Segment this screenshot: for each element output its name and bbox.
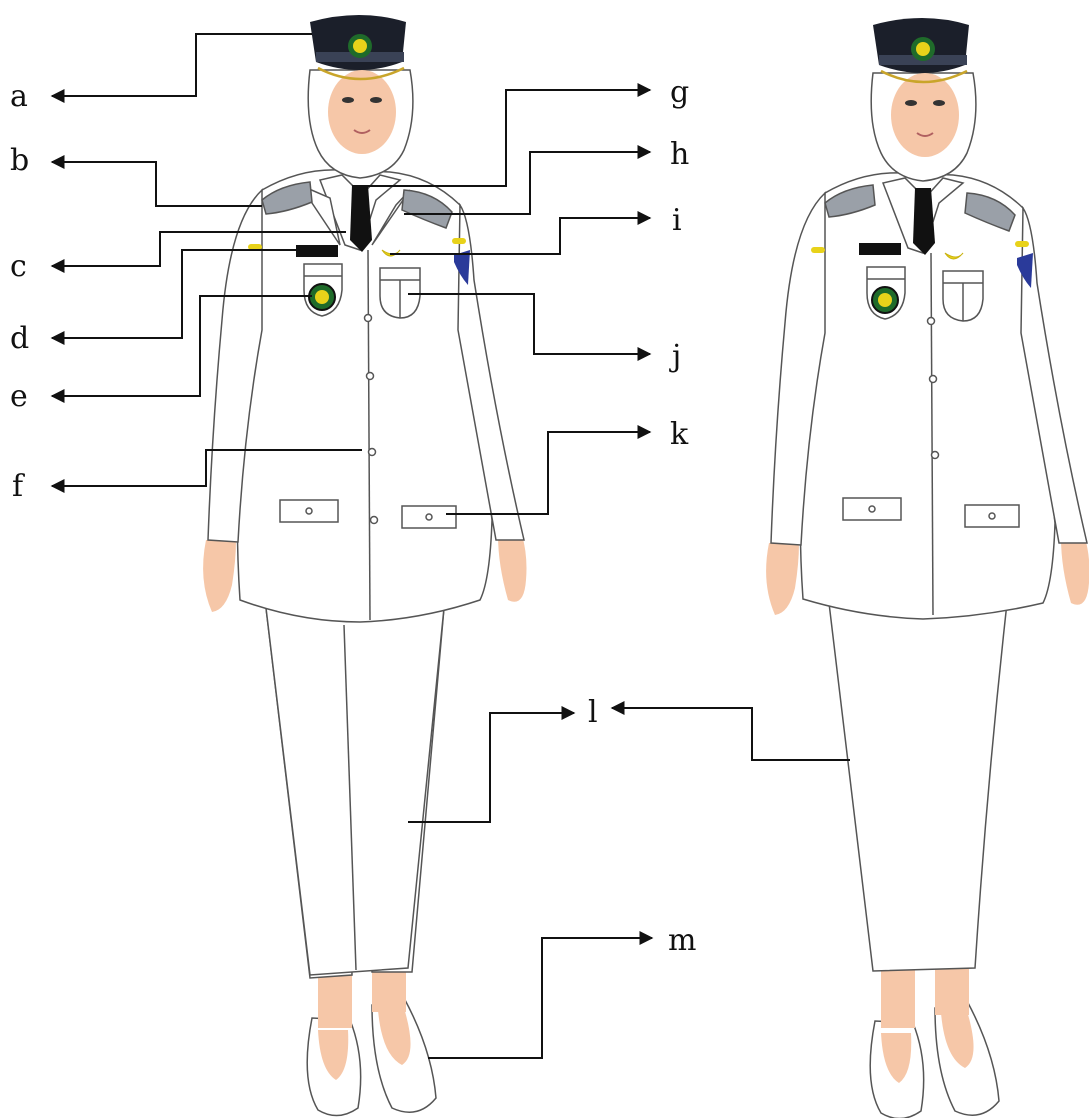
label-l: l bbox=[588, 695, 598, 730]
figure-skirt bbox=[766, 18, 1089, 1118]
leader-c bbox=[50, 231, 346, 273]
leader-h bbox=[404, 145, 652, 215]
label-f: f bbox=[12, 469, 25, 504]
label-j: j bbox=[669, 339, 681, 374]
leader-b bbox=[50, 155, 262, 207]
label-c: c bbox=[10, 249, 27, 284]
label-m: m bbox=[668, 923, 696, 958]
label-h: h bbox=[670, 137, 689, 172]
label-b: b bbox=[10, 143, 29, 178]
label-a: a bbox=[10, 79, 28, 114]
leader-a bbox=[50, 33, 312, 103]
label-d: d bbox=[10, 321, 29, 356]
leader-j bbox=[408, 293, 652, 361]
leader-l-left bbox=[408, 706, 576, 823]
part-labels: a b c d e f g h i j k l m bbox=[10, 75, 696, 958]
leader-k bbox=[446, 425, 652, 515]
label-i: i bbox=[672, 203, 682, 238]
leader-d bbox=[50, 249, 296, 345]
leader-g bbox=[368, 83, 652, 187]
leader-m bbox=[428, 931, 654, 1059]
leader-e bbox=[50, 295, 312, 403]
leader-f bbox=[50, 449, 362, 493]
label-g: g bbox=[670, 75, 689, 110]
leader-lines bbox=[50, 33, 850, 1059]
leader-i bbox=[390, 211, 652, 255]
leader-l-right bbox=[610, 701, 850, 761]
figure-trousers bbox=[201, 13, 528, 1117]
label-k: k bbox=[670, 417, 689, 452]
label-e: e bbox=[10, 379, 28, 414]
